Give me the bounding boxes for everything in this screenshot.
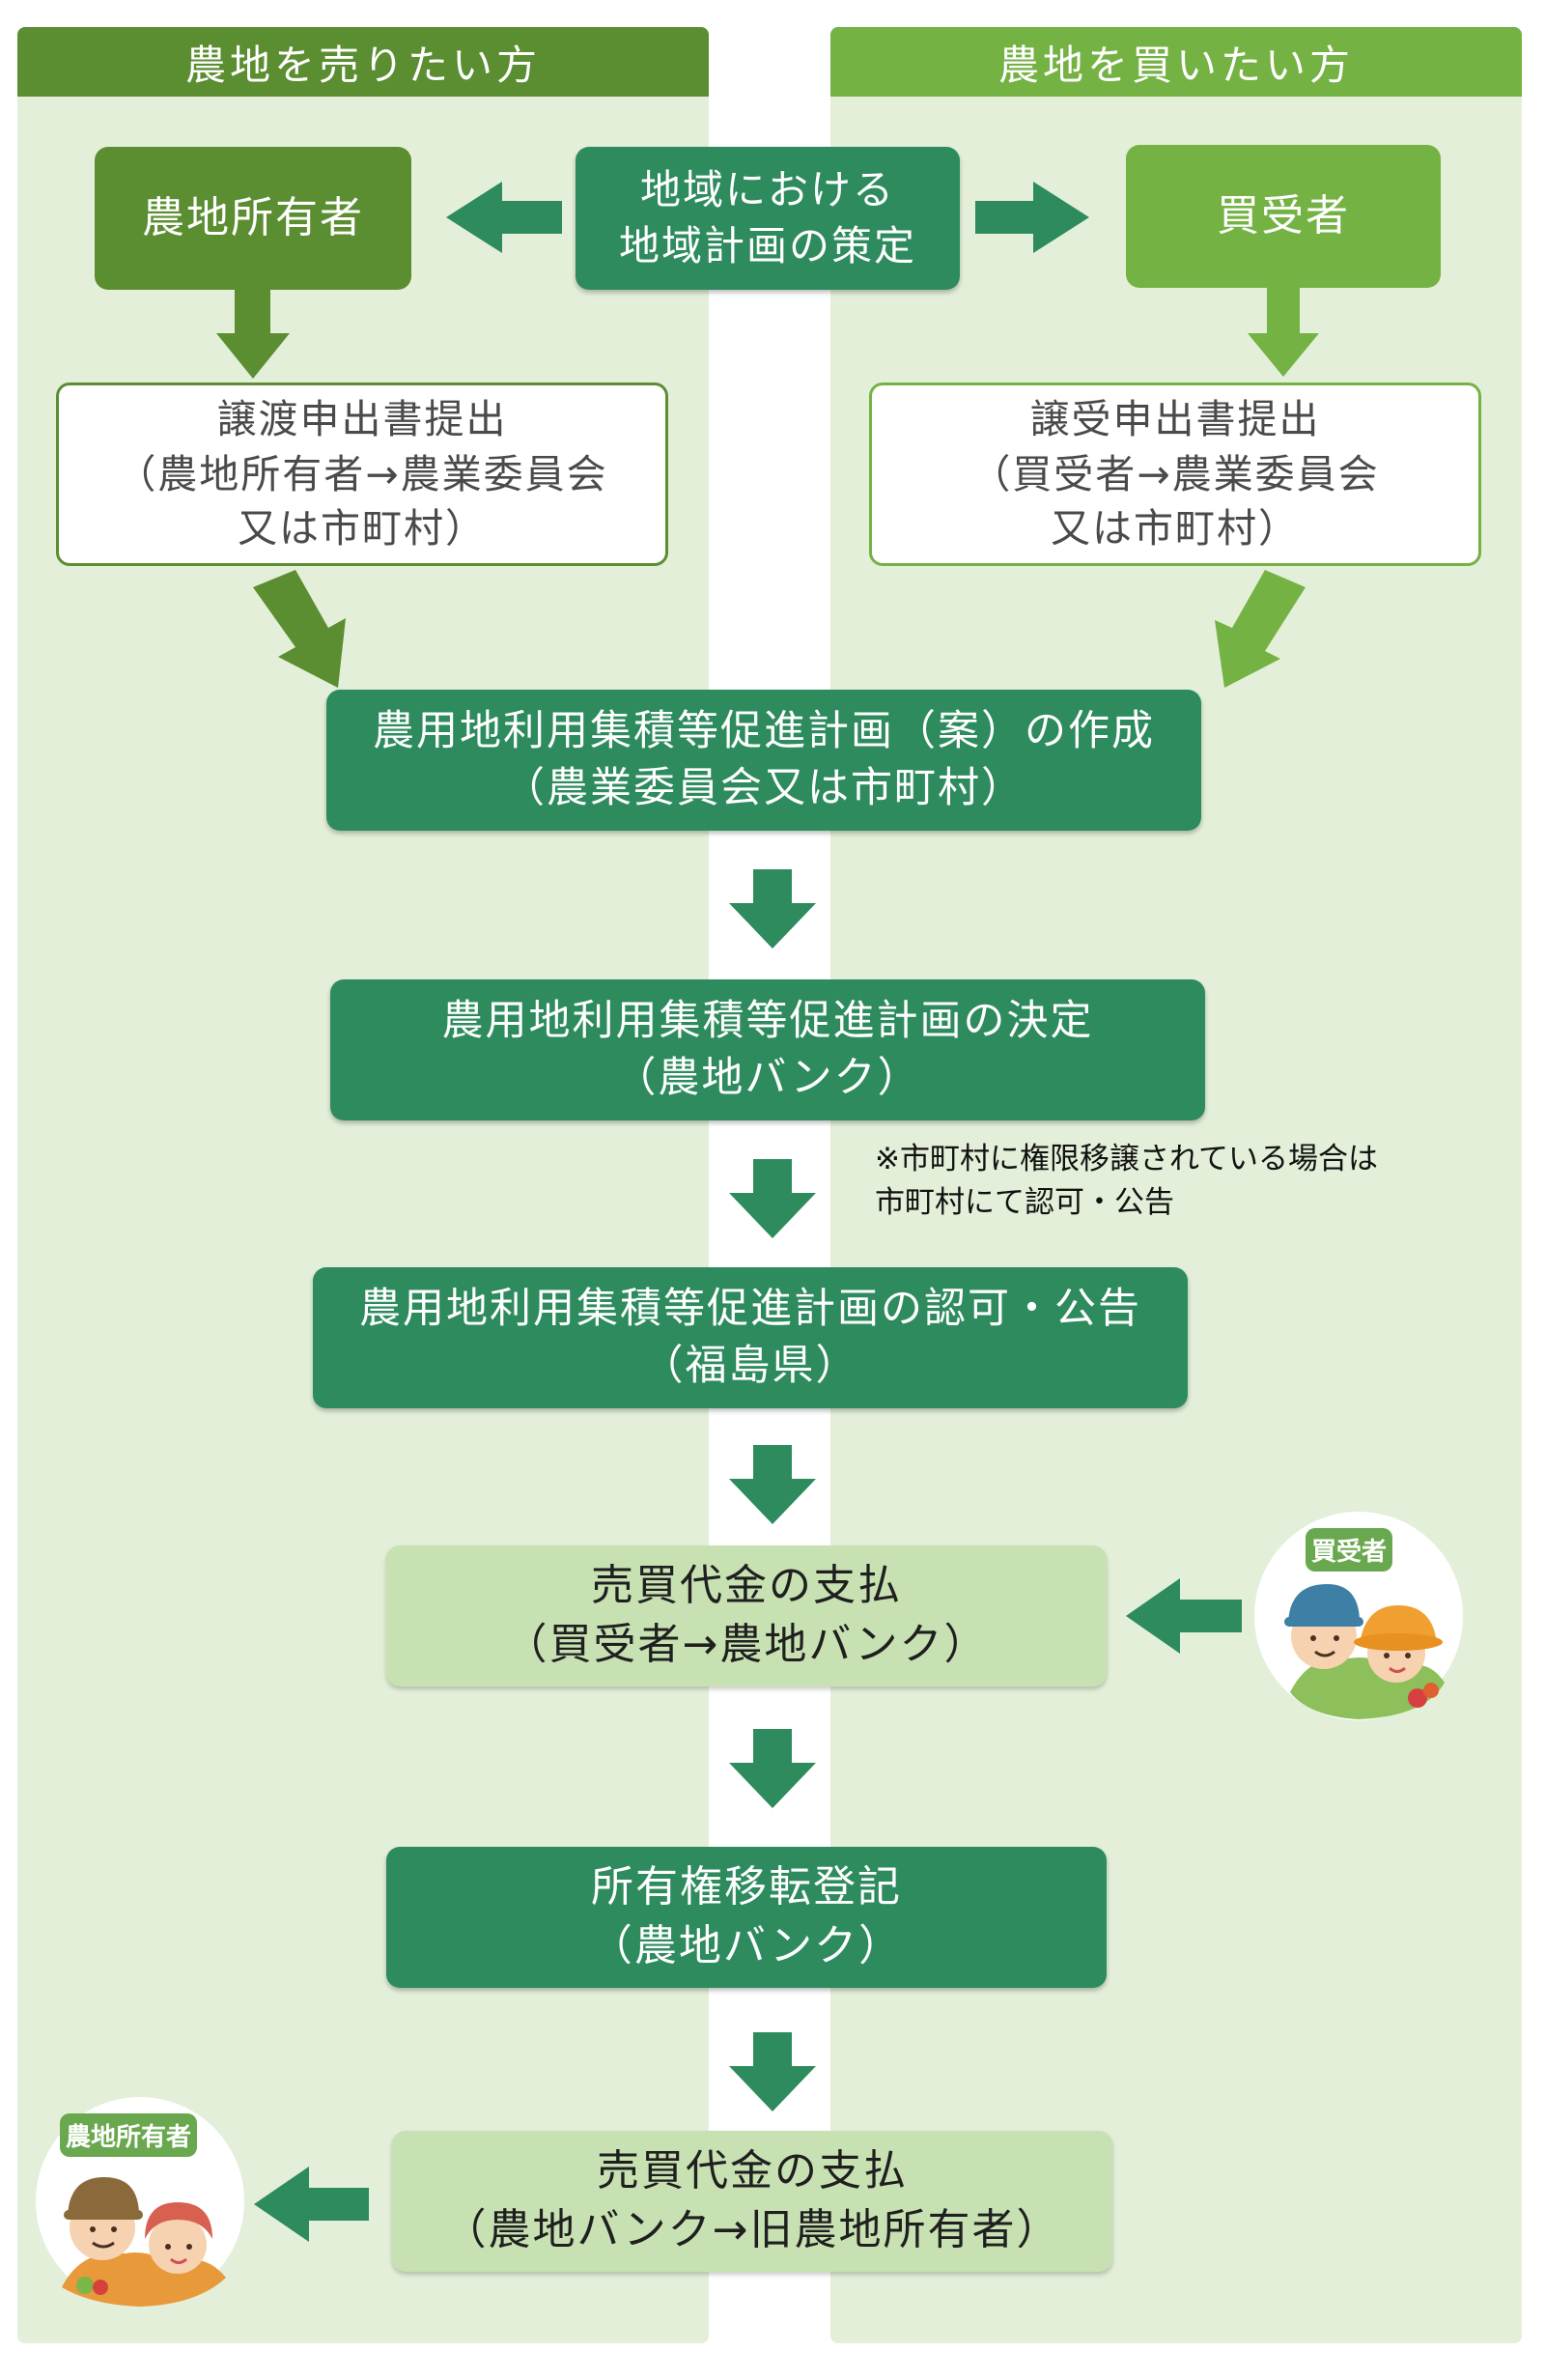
- delegation-note-line1: ※市町村に権限移譲されている場合は: [875, 1142, 1379, 1176]
- transfer-application-line3: 又は市町村）: [238, 505, 487, 552]
- owner-box: 農地所有者: [95, 147, 411, 290]
- plan-decision-line2: （農地バンク）: [614, 1054, 921, 1102]
- owner-avatar-label: 農地所有者: [60, 2113, 198, 2157]
- arrow-buyer-down: [1248, 288, 1319, 377]
- arrow-owner-down: [216, 290, 290, 379]
- buyer-illustration: [1254, 1512, 1463, 1720]
- buyer-label: 買受者: [1217, 190, 1350, 241]
- arrow-seller-diagonal: [253, 570, 346, 688]
- arrow-buyer-diagonal: [1215, 570, 1306, 688]
- draft-plan-box: 農用地利用集積等促進計画（案）の作成 （農業委員会又は市町村）: [326, 690, 1201, 831]
- arrow-buyer-payment: [1126, 1578, 1242, 1654]
- payment-out-box: 売買代金の支払 （農地バンク→旧農地所有者）: [392, 2131, 1112, 2272]
- registration-line1: 所有権移転登記: [591, 1862, 902, 1912]
- payment-out-line1: 売買代金の支払: [597, 2146, 908, 2196]
- registration-line2: （農地バンク）: [589, 1921, 904, 1970]
- draft-plan-line1: 農用地利用集積等促進計画（案）の作成: [373, 706, 1155, 755]
- buyer-avatar-label: 買受者: [1306, 1528, 1393, 1572]
- arrow-left-to-owner: [446, 182, 562, 253]
- owner-label: 農地所有者: [142, 192, 364, 242]
- delegation-note: ※市町村に権限移譲されている場合は 市町村にて認可・公告: [875, 1138, 1378, 1225]
- acquire-application-line3: 又は市町村）: [1051, 505, 1300, 552]
- acquire-application-line1: 譲受申出書提出: [1029, 396, 1321, 443]
- acquire-application-line2: （買受者→農業委員会: [970, 450, 1380, 497]
- plan-approval-line2: （福島県）: [641, 1342, 859, 1390]
- plan-decision-box: 農用地利用集積等促進計画の決定 （農地バンク）: [330, 979, 1205, 1120]
- regional-plan-box: 地域における 地域計画の策定: [576, 147, 960, 290]
- regional-plan-line1: 地域における: [639, 166, 895, 214]
- plan-decision-line1: 農用地利用集積等促進計画の決定: [441, 996, 1094, 1045]
- seller-column-header: 農地を売りたい方: [17, 27, 709, 97]
- arrow-right-to-buyer: [975, 182, 1089, 253]
- plan-approval-box: 農用地利用集積等促進計画の認可・公告 （福島県）: [313, 1267, 1188, 1408]
- draft-plan-line2: （農業委員会又は市町村）: [503, 764, 1025, 812]
- transfer-application-box: 譲渡申出書提出 （農地所有者→農業委員会 又は市町村）: [56, 382, 668, 566]
- arrow-owner-payout: [254, 2167, 369, 2242]
- arrow-down-2: [729, 1159, 816, 1238]
- delegation-note-line2: 市町村にて認可・公告: [875, 1184, 1174, 1220]
- transfer-application-line1: 譲渡申出書提出: [216, 396, 508, 443]
- payment-in-line2: （買受者→農地バンク）: [504, 1620, 989, 1669]
- plan-approval-line1: 農用地利用集積等促進計画の認可・公告: [359, 1284, 1141, 1333]
- regional-plan-line2: 地域計画の策定: [618, 222, 916, 269]
- buyer-box: 買受者: [1126, 145, 1441, 288]
- arrow-down-1: [729, 869, 816, 949]
- arrow-down-5: [729, 2032, 816, 2111]
- payment-in-box: 売買代金の支払 （買受者→農地バンク）: [386, 1545, 1107, 1686]
- payment-out-line2: （農地バンク→旧農地所有者）: [443, 2205, 1061, 2254]
- acquire-application-box: 譲受申出書提出 （買受者→農業委員会 又は市町村）: [869, 382, 1481, 566]
- arrow-down-3: [729, 1445, 816, 1524]
- registration-box: 所有権移転登記 （農地バンク）: [386, 1847, 1107, 1988]
- buyer-column-header: 農地を買いたい方: [830, 27, 1522, 97]
- payment-in-line1: 売買代金の支払: [591, 1561, 902, 1611]
- arrow-down-4: [729, 1729, 816, 1808]
- transfer-application-line2: （農地所有者→農業委員会: [116, 450, 608, 497]
